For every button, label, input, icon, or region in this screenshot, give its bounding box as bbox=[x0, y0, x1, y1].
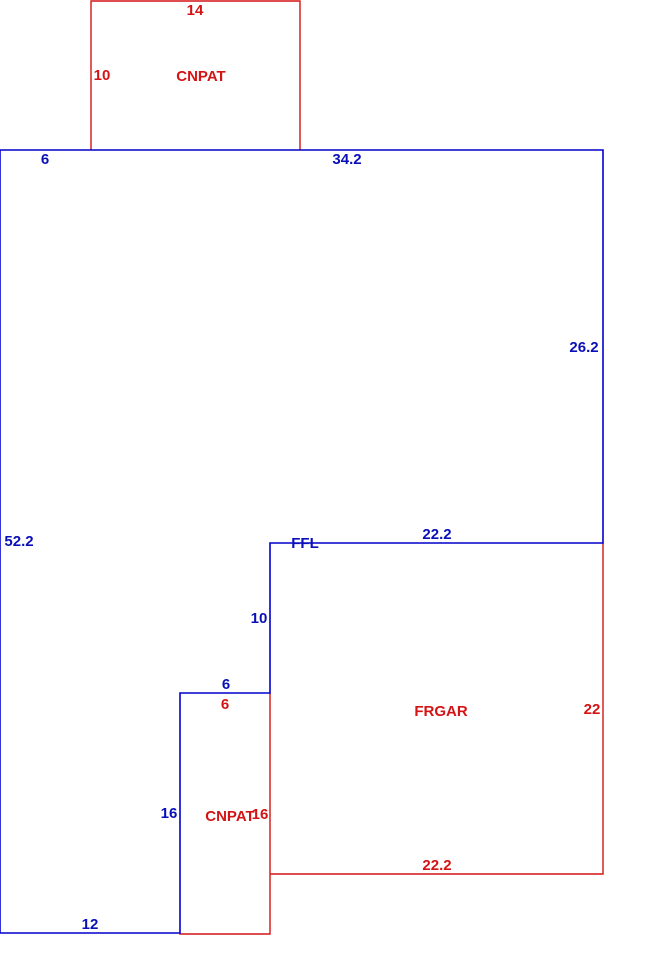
ffl-dim-inner-vertical: 10 bbox=[251, 610, 268, 627]
frgar-label: FRGAR bbox=[414, 703, 467, 720]
ffl-dim-right-upper: 26.2 bbox=[569, 339, 598, 356]
cnpat-top-dim-left: 10 bbox=[94, 67, 111, 84]
cnpat-top-label: CNPAT bbox=[176, 68, 225, 85]
cnpat-top-area: 14 10 CNPAT bbox=[90, 0, 301, 150]
ffl-dim-porch-left: 16 bbox=[161, 805, 178, 822]
frgar-area: FRGAR 22 22.2 bbox=[270, 543, 604, 875]
cnpat-bottom-dim-top: 6 bbox=[221, 696, 229, 713]
cnpat-top-outline bbox=[90, 0, 301, 150]
cnpat-bottom-area: 6 CNPAT 16 bbox=[179, 693, 271, 935]
ffl-dim-garage-top: 22.2 bbox=[422, 526, 451, 543]
cnpat-bottom-label: CNPAT bbox=[205, 808, 254, 825]
cnpat-bottom-dim-right: 16 bbox=[252, 806, 269, 823]
frgar-outline bbox=[270, 543, 604, 875]
ffl-dim-left: 52.2 bbox=[4, 533, 33, 550]
frgar-dim-bottom: 22.2 bbox=[422, 857, 451, 874]
ffl-dim-top-right: 34.2 bbox=[332, 151, 361, 168]
frgar-dim-right: 22 bbox=[584, 701, 601, 718]
ffl-label: FFL bbox=[291, 535, 319, 552]
ffl-dim-top-left: 6 bbox=[41, 151, 49, 168]
cnpat-top-dim-top: 14 bbox=[187, 2, 204, 19]
ffl-dim-bottom: 12 bbox=[82, 916, 99, 933]
ffl-dim-step-top: 6 bbox=[222, 676, 230, 693]
ffl-area: 6 34.2 26.2 52.2 FFL 22.2 10 6 16 12 bbox=[0, 149, 604, 934]
ffl-outline bbox=[0, 149, 604, 934]
